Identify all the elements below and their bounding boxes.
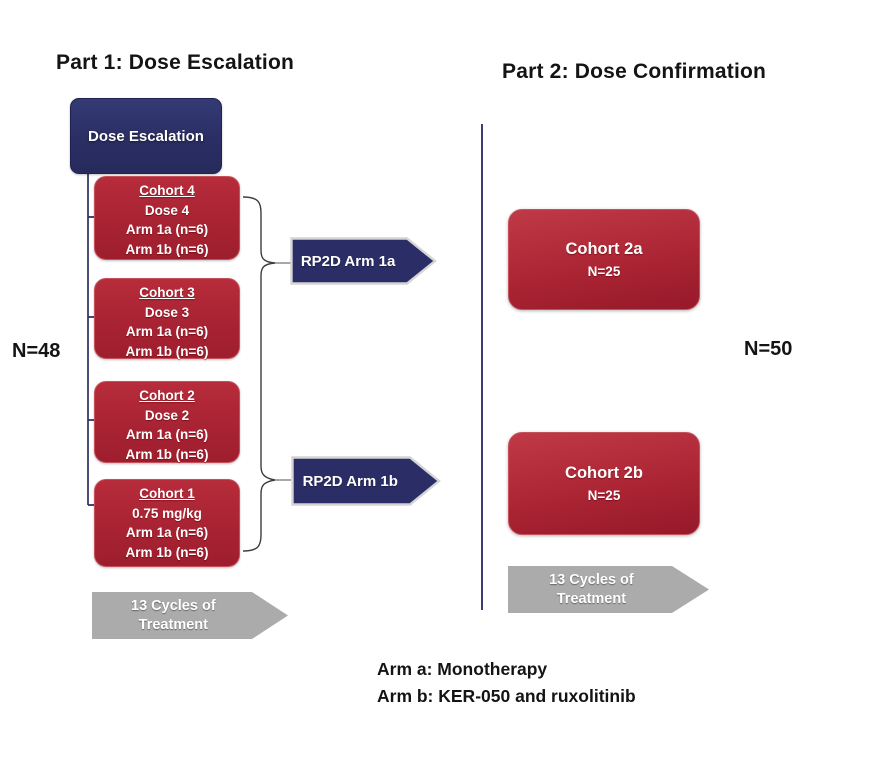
cohort-name: Cohort 4 (139, 183, 195, 198)
cycles-line1: 13 Cycles of (549, 571, 634, 588)
cycles-line1: 13 Cycles of (131, 597, 216, 614)
cohort-arm-b: Arm 1b (n=6) (125, 343, 209, 359)
cohort-2b-box: Cohort 2b N=25 (508, 432, 700, 535)
brace-to-arrow-dashes (275, 262, 291, 481)
part1-cycles-arrow: 13 Cycles of Treatment (92, 592, 288, 639)
dose-escalation-root-box: Dose Escalation (70, 98, 222, 174)
cohort-arm-b: Arm 1b (n=6) (125, 241, 209, 257)
part1-n-total: N=48 (12, 340, 61, 362)
cohort-arm-a: Arm 1a (n=6) (125, 222, 209, 237)
cycles-line2: Treatment (138, 616, 208, 633)
cohort-arm-b: Arm 1b (n=6) (125, 446, 209, 462)
cohort-2-box: Cohort 2 Dose 2 Arm 1a (n=6) Arm 1b (n=6… (94, 381, 240, 463)
footnote-arm-a: Arm a: Monotherapy (377, 659, 548, 679)
rp2d-arm-1b-label: RP2D Arm 1b (302, 472, 398, 490)
right-arrow-shape (92, 592, 288, 639)
footnote-arm-b: Arm b: KER-050 and ruxolitinib (377, 686, 636, 706)
cohort-dose: Dose 2 (144, 407, 190, 423)
cohort-name: Cohort 3 (139, 285, 195, 300)
cohort-4-box: Cohort 4 Dose 4 Arm 1a (n=6) Arm 1b (n=6… (94, 176, 240, 260)
cohort-dose: Dose 3 (144, 304, 190, 320)
right-arrow-shape (290, 237, 437, 285)
cohort-name: Cohort 1 (139, 486, 195, 501)
cohort-n: N=25 (587, 264, 621, 279)
cohort-name: Cohort 2b (565, 464, 643, 482)
cohort-name: Cohort 2a (565, 240, 643, 258)
right-arrow-shape (508, 566, 709, 613)
rp2d-arm-1b-arrow: RP2D Arm 1b (291, 456, 441, 506)
right-arrow-shape (291, 456, 441, 506)
cohort-1-box: Cohort 1 0.75 mg/kg Arm 1a (n=6) Arm 1b … (94, 479, 240, 567)
cohort-n: N=25 (587, 488, 621, 503)
part2-n-total: N=50 (744, 338, 793, 360)
cohort-arm-a: Arm 1a (n=6) (125, 427, 209, 442)
footnotes: Arm a: Monotherapy Arm b: KER-050 and ru… (377, 656, 636, 710)
part2-cycles-label: 13 Cycles of Treatment (508, 566, 675, 613)
part2-title: Part 2: Dose Confirmation (502, 60, 767, 83)
rp2d-arm-1a-arrow: RP2D Arm 1a (290, 237, 437, 285)
rp2d-arm-1a-label: RP2D Arm 1a (300, 252, 396, 270)
curly-brace (242, 196, 276, 552)
cohort-dose: 0.75 mg/kg (132, 505, 202, 521)
cohort-arm-b: Arm 1b (n=6) (125, 544, 209, 560)
part2-cycles-arrow: 13 Cycles of Treatment (508, 566, 709, 613)
cohort-dose: Dose 4 (144, 202, 190, 218)
cohort-arm-a: Arm 1a (n=6) (125, 324, 209, 339)
part1-cycles-label: 13 Cycles of Treatment (92, 592, 255, 639)
cycles-line2: Treatment (556, 590, 627, 607)
part-divider-line (481, 124, 483, 610)
part1-title: Part 1: Dose Escalation (56, 51, 295, 74)
cohort-3-box: Cohort 3 Dose 3 Arm 1a (n=6) Arm 1b (n=6… (94, 278, 240, 359)
cohort-name: Cohort 2 (139, 388, 195, 403)
cohort-arm-a: Arm 1a (n=6) (125, 525, 209, 540)
cohort-2a-box: Cohort 2a N=25 (508, 209, 700, 310)
